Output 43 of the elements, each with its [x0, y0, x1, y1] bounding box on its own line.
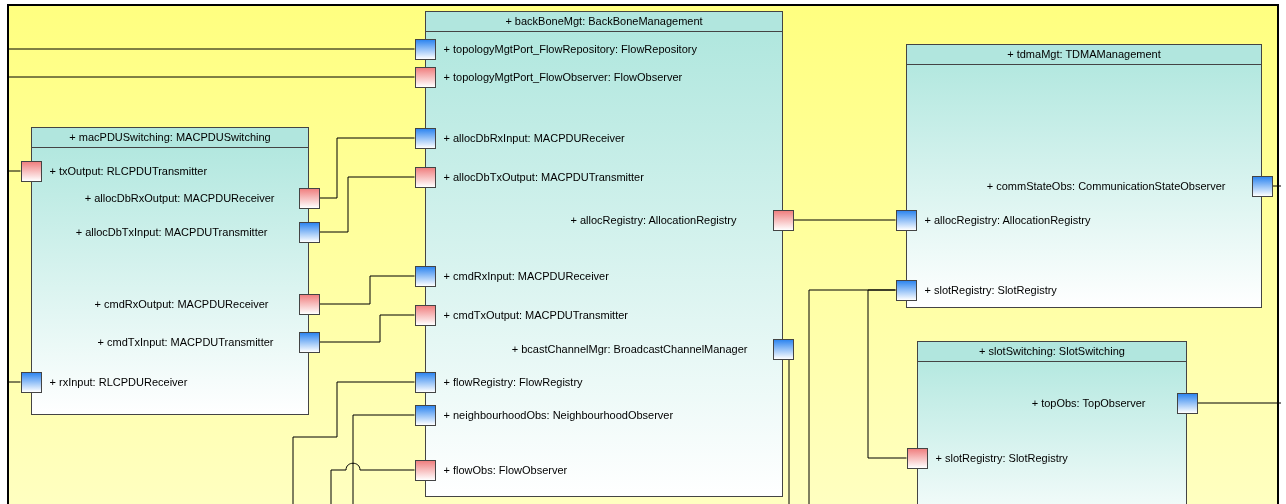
part-title: + slotSwitching: SlotSwitching — [918, 342, 1186, 362]
connector — [808, 289, 896, 504]
port-label: + flowObs: FlowObserver — [443, 462, 568, 478]
port-label: + cmdRxOutput: MACPDUReceiver — [94, 296, 269, 312]
connector — [319, 176, 415, 233]
port-label: + allocRegistry: AllocationRegistry — [570, 212, 737, 228]
connector — [1272, 185, 1282, 187]
connector — [352, 414, 415, 504]
connector — [330, 462, 415, 504]
connector — [319, 314, 415, 343]
port-label: + allocRegistry: AllocationRegistry — [924, 212, 1091, 228]
port-label: + slotRegistry: SlotRegistry — [935, 450, 1068, 466]
port-label: + neighbourhoodObs: NeighbourhoodObserver — [443, 407, 674, 423]
port-label: + allocDbTxOutput: MACPDUTransmitter — [443, 169, 644, 185]
port-label: + cmdTxOutput: MACPDUTransmitter — [443, 307, 628, 323]
connector — [867, 289, 907, 459]
part-title: + macPDUSwitching: MACPDUSwitching — [32, 128, 308, 148]
connector — [793, 219, 896, 221]
port-label: + topologyMgtPort_FlowRepository: FlowRepository — [443, 41, 697, 57]
port-label: + cmdRxInput: MACPDUReceiver — [443, 268, 609, 284]
connector — [7, 170, 21, 172]
port-label: + slotRegistry: SlotRegistry — [924, 282, 1057, 298]
port-label: + allocDbRxOutput: MACPDUReceiver — [84, 190, 275, 206]
part-title: + tdmaMgt: TDMAManagement — [907, 45, 1261, 65]
port-label: + allocDbTxInput: MACPDUTransmitter — [75, 224, 268, 240]
connector — [7, 48, 415, 50]
port-label: + bcastChannelMgr: BroadcastChannelManager — [511, 341, 748, 357]
port-label: + rxInput: RLCPDUReceiver — [49, 374, 188, 390]
port-label: + commStateObs: CommunicationStateObserver — [986, 178, 1226, 194]
port-label: + txOutput: RLCPDUTransmitter — [49, 163, 208, 179]
connector — [788, 359, 790, 504]
connector — [7, 381, 21, 383]
port-label: + topologyMgtPort_FlowObserver: FlowObserver — [443, 69, 683, 85]
port-label: + flowRegistry: FlowRegistry — [443, 374, 583, 390]
part-title: + backBoneMgt: BackBoneManagement — [426, 12, 782, 32]
port-label: + allocDbRxInput: MACPDUReceiver — [443, 130, 625, 146]
connector — [319, 275, 415, 305]
connector — [1197, 402, 1282, 404]
connector — [7, 76, 415, 78]
port-label: + cmdTxInput: MACPDUTransmitter — [97, 334, 274, 350]
port-label: + topObs: TopObserver — [1031, 395, 1146, 411]
connector — [292, 381, 415, 504]
connector — [319, 137, 415, 199]
